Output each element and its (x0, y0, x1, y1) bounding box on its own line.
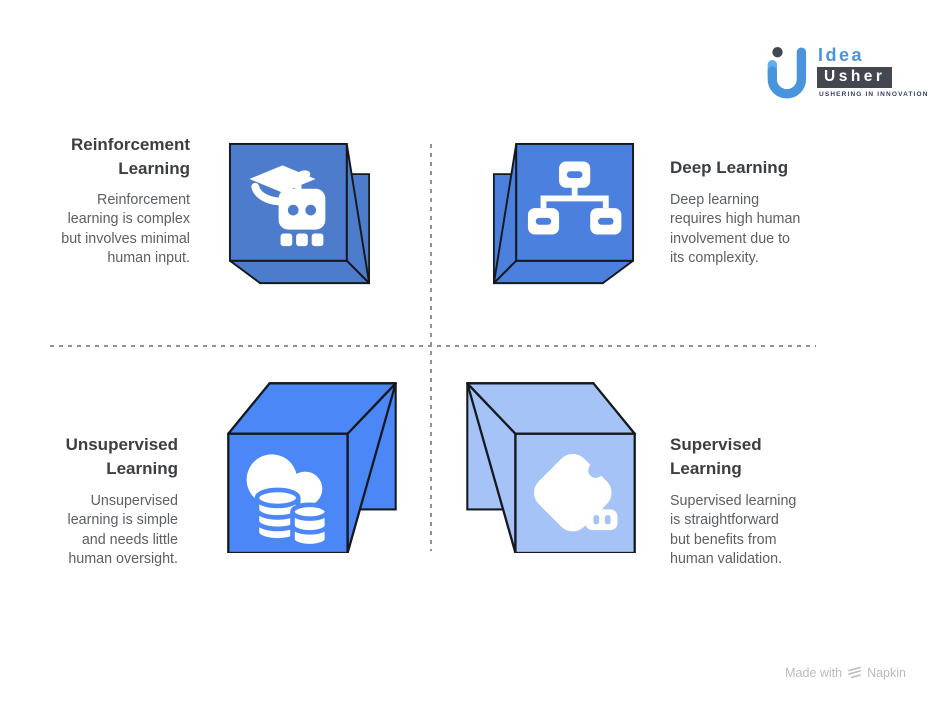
cloud-database-icon (246, 454, 330, 549)
logo-brand-top: Idea (818, 45, 865, 65)
deep-learning-description: Deep learning requires high human involv… (670, 192, 801, 267)
vertical-dashed-divider (430, 144, 432, 551)
cube-3d-deep (489, 142, 635, 288)
logo-brand-bottom: Usher (817, 67, 893, 88)
credit-brand: Napkin (867, 665, 906, 680)
logo-tagline: USHERING IN INNOVATION (819, 91, 928, 98)
unsupervised-learning-title: Unsupervised Learning (65, 435, 178, 478)
cube-3d-reinforcement (228, 142, 374, 288)
idea-usher-monogram-icon (767, 47, 807, 99)
supervised-learning-description: Supervised learning is straightforward b… (670, 493, 797, 568)
deep-learning-title: Deep Learning (670, 158, 789, 177)
reinforcement-learning-description: Reinforcement learning is complex but in… (61, 192, 190, 267)
idea-usher-logo: Idea Usher USHERING IN INNOVATION (766, 44, 927, 104)
cube-3d-supervised (465, 381, 637, 553)
made-with-napkin-credit: Made with Napkin (785, 665, 906, 680)
horizontal-dashed-divider (50, 345, 816, 347)
hierarchy-icon (527, 161, 622, 235)
robot-graduate-icon (249, 165, 326, 247)
tag-lock-icon (534, 453, 618, 532)
credit-prefix: Made with (785, 665, 843, 680)
supervised-learning-title: Supervised Learning (670, 435, 762, 478)
unsupervised-learning-description: Unsupervised learning is simple and need… (67, 493, 178, 568)
cube-3d-unsupervised (226, 381, 398, 553)
napkin-logo-icon (848, 666, 861, 679)
reinforcement-learning-title: Reinforcement Learning (70, 135, 190, 178)
